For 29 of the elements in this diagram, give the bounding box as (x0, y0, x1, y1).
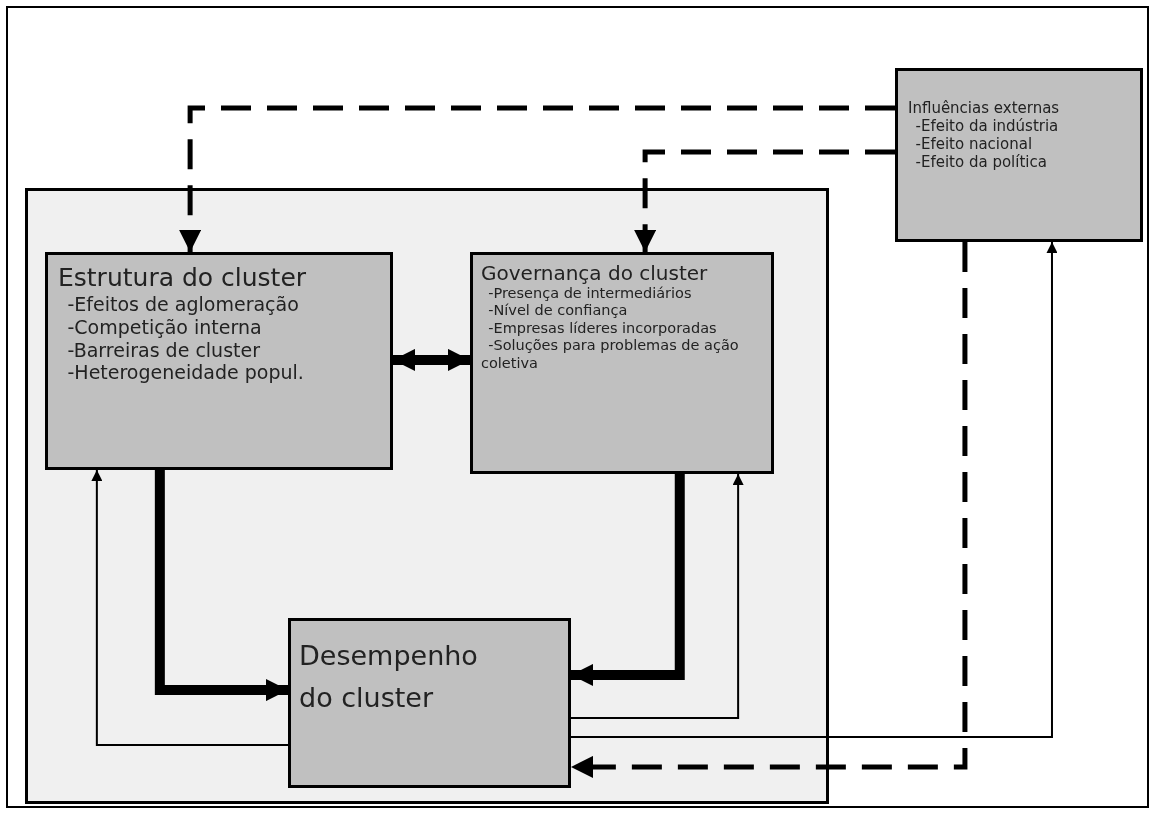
arrow (91, 469, 289, 746)
bullet-item: -Heterogeneidade popul. (66, 361, 305, 385)
bullet-item: -Empresas líderes incorporadas (487, 319, 718, 338)
bullet-item: -Soluções para problemas de ação coletiva (481, 337, 740, 372)
box-heading: Governança do cluster (481, 261, 709, 285)
process-box (45, 252, 393, 470)
bullet-item: -Presença de intermediários (487, 285, 693, 303)
dashed-arrow (634, 149, 895, 252)
arrow (571, 474, 685, 686)
dashed-arrow (571, 242, 968, 778)
cluster-area-box (25, 188, 829, 804)
arrow (570, 241, 1058, 738)
arrow (393, 348, 470, 371)
arrow (154, 470, 288, 702)
process-box (288, 618, 571, 788)
bullet-item: -Efeito da indústria (914, 117, 1060, 135)
bullet-item: -Nível de confiança (487, 302, 629, 320)
box-heading: Influências externas (908, 99, 1061, 117)
bullet-item: -Efeito da política (914, 153, 1048, 171)
bullet-item: -Barreiras de cluster (66, 338, 261, 362)
arrow (570, 473, 744, 719)
process-box (470, 252, 774, 474)
bullet-item: -Efeito nacional (914, 135, 1034, 153)
process-box (895, 68, 1143, 242)
box-heading: Desempenho do cluster (299, 639, 479, 715)
bullet-item: -Efeitos de aglomeração (66, 293, 300, 316)
box-heading: Estrutura do cluster (58, 263, 308, 293)
dashed-arrow (179, 105, 895, 252)
bullet-item: -Competição interna (66, 315, 263, 339)
